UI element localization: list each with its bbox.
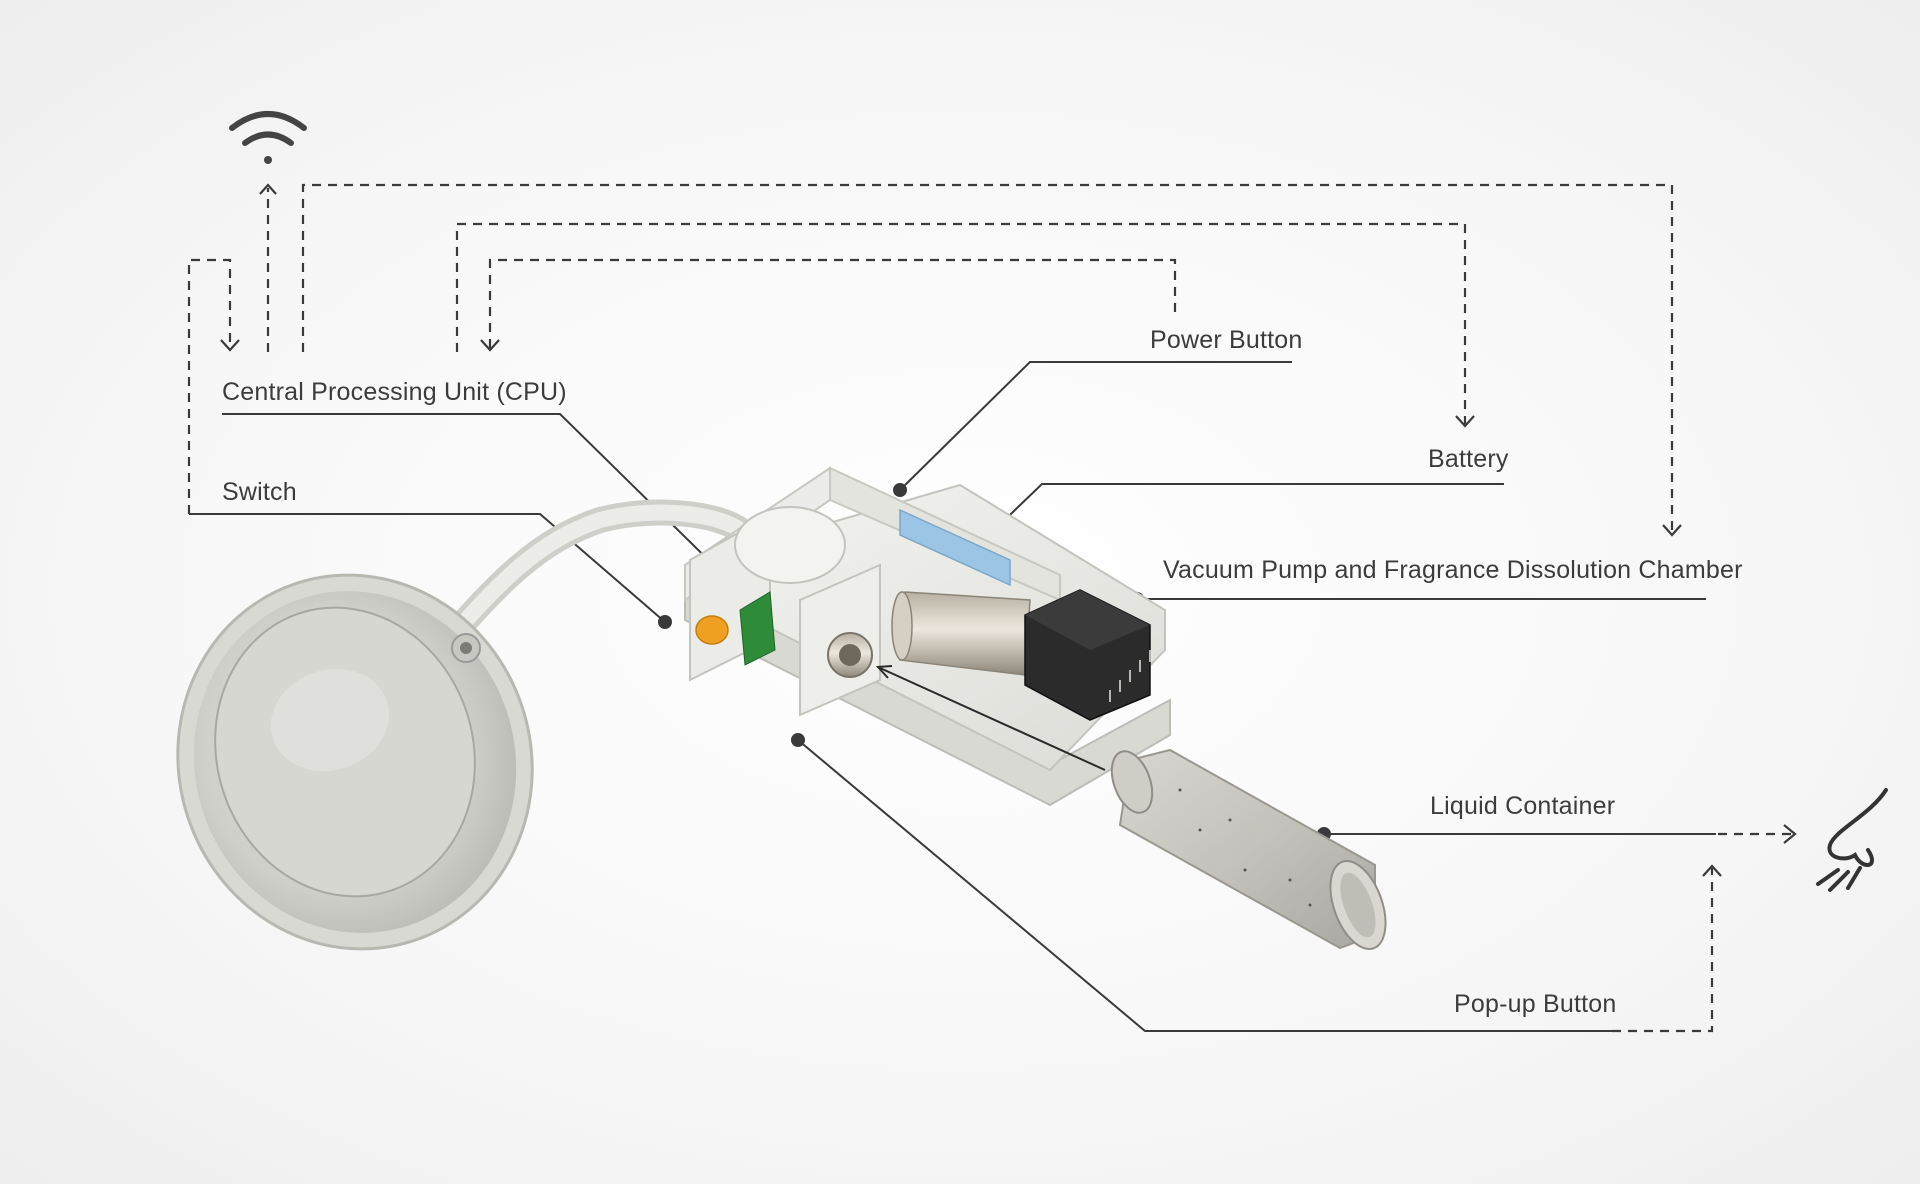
device-body — [684, 466, 1171, 807]
cpu-label: Central Processing Unit (CPU) — [222, 378, 567, 406]
nose-icon — [1816, 788, 1888, 892]
switch-component — [695, 615, 729, 645]
power-to-cpu-line — [488, 258, 1177, 348]
battery-component — [899, 508, 1011, 587]
switch-to-cpu-line — [187, 258, 232, 514]
switch-label: Switch — [222, 478, 297, 506]
liquid-container-bottle — [1110, 748, 1387, 950]
power-leader — [899, 361, 1292, 491]
cpu-to-vacuum-line — [301, 183, 1674, 533]
switch-leader — [189, 513, 666, 623]
liquid-container-label: Liquid Container — [1430, 792, 1616, 820]
arrowheads — [220, 183, 1797, 877]
popup-button-label: Pop-up Button — [1454, 990, 1617, 1018]
popup-leader — [797, 739, 1612, 1032]
pcb-component — [739, 591, 776, 666]
battery-label: Battery — [1428, 445, 1509, 473]
dashed-connectors — [187, 183, 1792, 1033]
cpu-to-battery-line — [455, 222, 1467, 424]
popup-to-container-line — [1612, 868, 1714, 1033]
vacuum-pump-label: Vacuum Pump and Fragrance Dissolution Ch… — [1163, 556, 1743, 584]
battery-leader — [987, 483, 1504, 537]
wifi-icon — [229, 111, 307, 164]
power-button-label: Power Button — [1150, 326, 1303, 354]
cpu-leader — [222, 413, 746, 597]
suction-cup-lamp — [176, 499, 753, 951]
